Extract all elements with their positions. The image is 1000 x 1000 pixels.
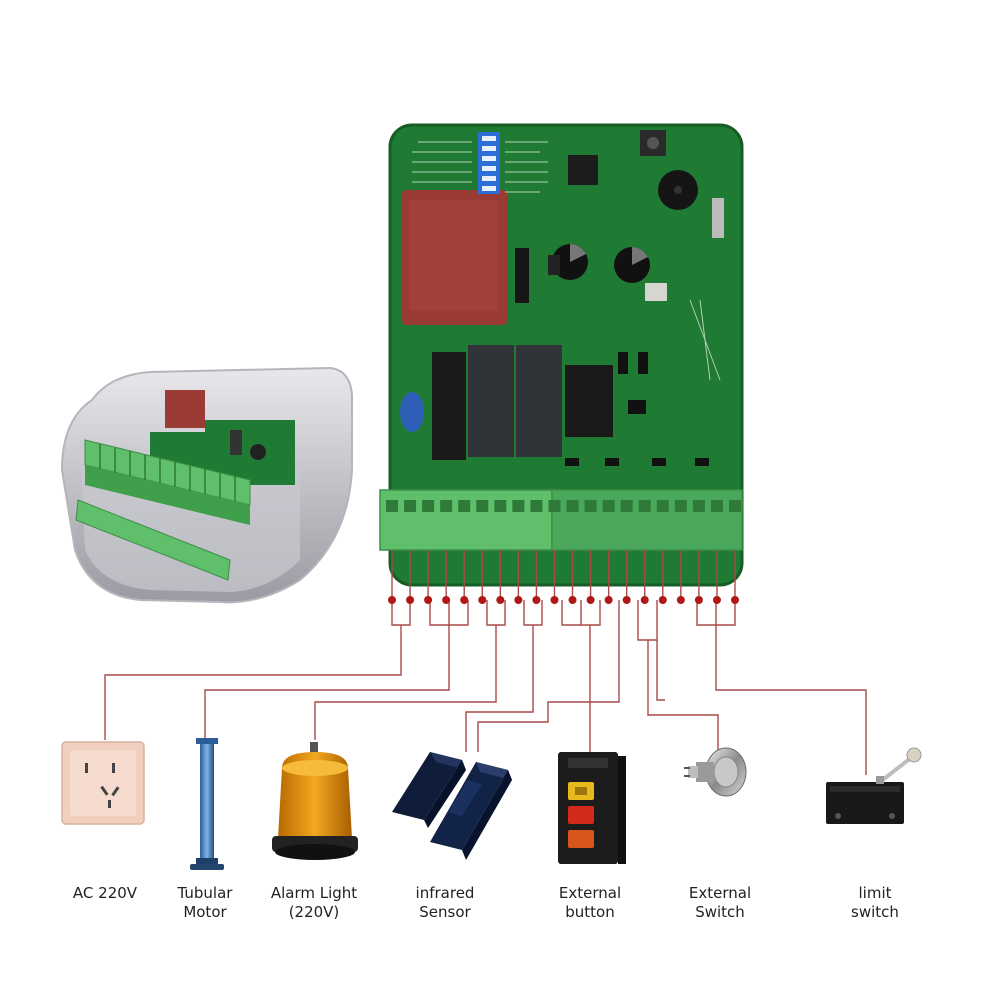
button-red xyxy=(568,806,594,824)
terminal-node xyxy=(658,596,667,604)
terminal-screw xyxy=(530,500,543,512)
terminal-block-right xyxy=(551,489,743,551)
terminal-screw xyxy=(440,500,453,512)
terminal-screw xyxy=(674,500,687,512)
terminal-block-left xyxy=(379,489,553,551)
label-limit-switch: limit switch xyxy=(851,884,899,921)
terminal-node xyxy=(731,596,739,604)
terminal-node xyxy=(694,596,703,604)
terminal-node xyxy=(424,596,433,604)
label-tubular-motor: Tubular Motor xyxy=(177,884,233,921)
terminal-screw xyxy=(494,500,507,512)
terminal-screw xyxy=(566,500,579,512)
terminal-node xyxy=(568,596,577,604)
terminal-node xyxy=(460,596,469,604)
alarm-light-icon xyxy=(272,742,358,860)
terminal-screw xyxy=(638,500,651,512)
external-button-icon xyxy=(558,752,626,864)
terminal-node xyxy=(478,596,487,604)
enclosure-product-image xyxy=(60,366,353,604)
terminal-screw xyxy=(386,500,398,512)
terminal-node xyxy=(640,596,649,604)
terminal-screw xyxy=(729,500,741,512)
terminal-screw xyxy=(422,500,435,512)
terminal-screw xyxy=(404,500,417,512)
terminal-screw xyxy=(584,500,597,512)
terminal-node xyxy=(406,596,415,604)
terminal-screw xyxy=(512,500,525,512)
terminal-screw xyxy=(692,500,705,512)
relay xyxy=(432,352,466,460)
terminal-node xyxy=(532,596,541,604)
pcb-board xyxy=(379,123,744,587)
terminal-nodes xyxy=(388,550,739,604)
terminal-node xyxy=(586,596,595,604)
label-external-switch: External Switch xyxy=(688,884,752,921)
terminal-node xyxy=(604,596,613,604)
limit-switch-icon xyxy=(826,747,922,824)
terminal-node xyxy=(550,596,559,604)
terminal-screw xyxy=(458,500,471,512)
infrared-sensor-icon xyxy=(392,752,512,860)
capacitor-blue xyxy=(400,392,424,432)
wiring-lines xyxy=(104,600,867,775)
terminal-node xyxy=(496,596,505,604)
tubular-motor-icon xyxy=(190,738,224,870)
label-alarm-light: Alarm Light (220V) xyxy=(270,884,358,921)
dip-switch xyxy=(478,132,500,194)
terminal-screw xyxy=(656,500,669,512)
terminal-node xyxy=(442,596,451,604)
terminal-node xyxy=(388,596,396,604)
relay xyxy=(565,365,613,437)
terminal-screw xyxy=(476,500,489,512)
terminal-node xyxy=(622,596,631,604)
external-switch-icon xyxy=(684,747,747,797)
terminal-node xyxy=(676,596,685,604)
terminal-node xyxy=(712,596,721,604)
terminal-screw xyxy=(620,500,633,512)
label-external-button: External button xyxy=(558,884,622,921)
relay xyxy=(468,345,514,457)
button-orange xyxy=(568,830,594,848)
microcontroller-chip xyxy=(568,155,598,185)
label-ac-220v: AC 220V xyxy=(72,884,138,902)
terminal-screw xyxy=(548,500,561,512)
terminal-screw xyxy=(602,500,615,512)
relay xyxy=(516,345,562,457)
label-infrared-sensor: infrared Sensor xyxy=(415,884,475,921)
terminal-screw xyxy=(710,500,723,512)
ac-socket-icon xyxy=(61,741,145,825)
terminal-node xyxy=(514,596,523,604)
